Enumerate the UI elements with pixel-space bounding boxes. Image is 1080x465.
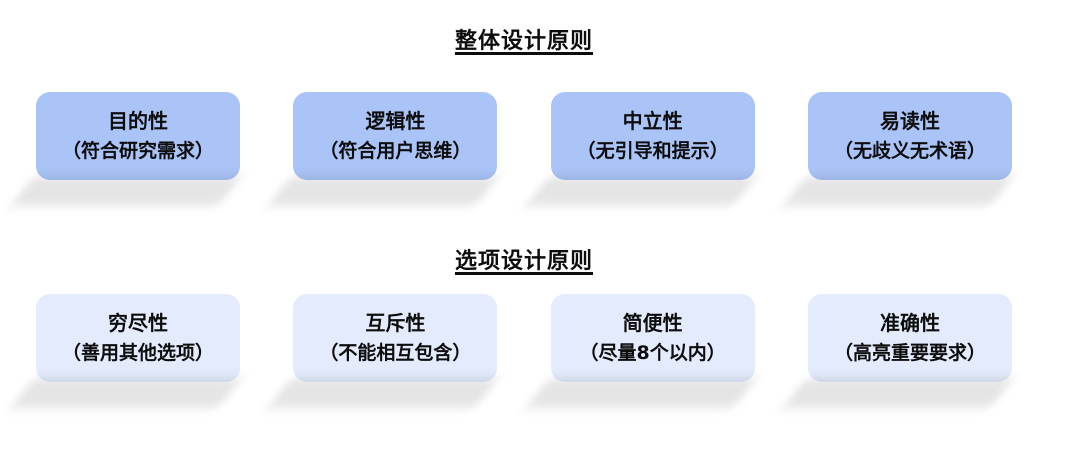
card-sublabel: （符合用户思维）: [319, 140, 472, 163]
card-simplicity: 简便性 （尽量8个以内）: [550, 294, 755, 382]
card-neutrality: 中立性 （无引导和提示）: [550, 92, 755, 180]
card-sublabel: （高亮重要要求）: [833, 342, 986, 365]
card-purpose: 目的性 （符合研究需求）: [36, 92, 240, 180]
card-sublabel: （无引导和提示）: [576, 140, 729, 163]
card-sublabel: （无歧义无术语）: [833, 140, 986, 163]
card-label: 穷尽性: [108, 311, 168, 336]
overall-principles-row: 目的性 （符合研究需求） 逻辑性 （符合用户思维） 中立性 （无引导和提示） 易…: [36, 92, 1012, 180]
card-label: 中立性: [622, 109, 683, 134]
card-label: 简便性: [622, 311, 683, 336]
card-sublabel: （尽量8个以内）: [579, 342, 726, 365]
card-label: 互斥性: [365, 311, 426, 336]
option-principles-row: 穷尽性 （善用其他选项） 互斥性 （不能相互包含） 简便性 （尽量8个以内） 准…: [36, 294, 1012, 382]
card-sublabel: （善用其他选项）: [61, 342, 214, 365]
card-label: 目的性: [108, 109, 168, 134]
section-title-overall-design-principles: 整体设计原则: [454, 29, 593, 54]
card-logic: 逻辑性 （符合用户思维）: [293, 92, 498, 180]
content-wrapper: 整体设计原则 目的性 （符合研究需求） 逻辑性 （符合用户思维） 中立性 （无引…: [36, 0, 1012, 382]
card-sublabel: （符合研究需求）: [61, 140, 214, 163]
card-label: 易读性: [879, 109, 940, 134]
card-readability: 易读性 （无歧义无术语）: [807, 92, 1012, 180]
section-title-option-design-principles: 选项设计原则: [454, 249, 593, 274]
card-accuracy: 准确性 （高亮重要要求）: [807, 294, 1012, 382]
card-exhaustiveness: 穷尽性 （善用其他选项）: [36, 294, 240, 382]
card-label: 准确性: [879, 311, 940, 336]
card-label: 逻辑性: [365, 109, 426, 134]
card-sublabel: （不能相互包含）: [319, 342, 472, 365]
card-mutual-exclusivity: 互斥性 （不能相互包含）: [293, 294, 498, 382]
